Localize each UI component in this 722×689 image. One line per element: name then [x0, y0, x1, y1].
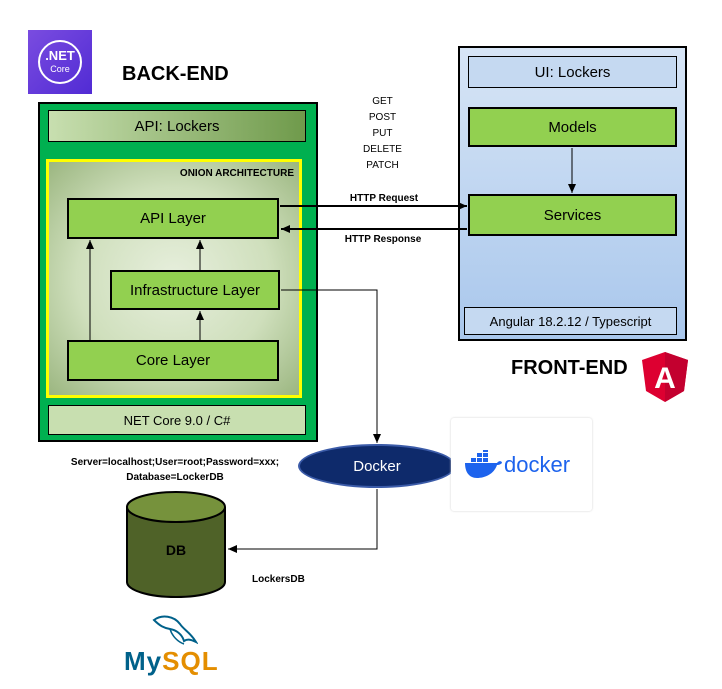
core-layer-box: Core Layer	[67, 340, 279, 381]
models-box: Models	[468, 107, 677, 147]
net-core-version-footer: NET Core 9.0 / C#	[48, 405, 306, 435]
http-method-get: GET	[372, 96, 393, 107]
angular-logo-letter: A	[654, 362, 676, 395]
docker-to-db-connector	[228, 489, 378, 553]
mysql-logo: MySQL	[124, 646, 219, 677]
infrastructure-layer-box: Infrastructure Layer	[110, 270, 280, 310]
dotnet-logo-icon: .NET Core	[28, 30, 92, 94]
http-method-delete: DELETE	[363, 144, 402, 155]
onion-architecture-label: ONION ARCHITECTURE	[179, 168, 294, 179]
services-box: Services	[468, 194, 677, 236]
db-connection-line-2: Database=LockerDB	[126, 472, 224, 483]
backend-title: BACK-END	[122, 63, 229, 85]
api-lockers-header: API: Lockers	[48, 110, 306, 142]
mysql-dolphin-icon	[152, 615, 198, 645]
http-methods-list: GET POST PUT DELETE PATCH	[345, 94, 420, 174]
angular-logo-icon: A	[642, 352, 688, 402]
mysql-logo-text: MySQL	[124, 646, 219, 676]
http-method-put: PUT	[372, 128, 393, 139]
http-request-label: HTTP Request	[349, 193, 419, 204]
docker-whale-icon	[465, 450, 502, 478]
angular-version-footer: Angular 18.2.12 / Typescript	[464, 307, 677, 335]
db-connection-line-1: Server=localhost;User=root;Password=xxx;	[70, 457, 280, 468]
database-cylinder-icon	[126, 491, 226, 598]
ui-lockers-header: UI: Lockers	[468, 56, 677, 88]
frontend-frame	[458, 46, 687, 341]
dotnet-logo-subtext: Core	[50, 64, 70, 74]
lockersdb-link-label: LockersDB	[252, 574, 305, 585]
api-layer-box: API Layer	[67, 198, 279, 239]
mysql-logo-accent: SQL	[162, 646, 219, 676]
http-method-post: POST	[368, 112, 397, 123]
db-label: DB	[165, 542, 187, 558]
dotnet-logo-text: .NET	[45, 47, 75, 63]
docker-logo-card: docker	[451, 418, 592, 511]
db-connection-string: Server=localhost;User=root;Password=xxx;…	[50, 455, 300, 485]
docker-logo-text: docker	[504, 452, 571, 477]
infrastructure-to-docker-connector	[281, 289, 381, 443]
http-response-label: HTTP Response	[344, 234, 422, 245]
docker-node: Docker	[298, 444, 456, 488]
frontend-title: FRONT-END	[511, 357, 628, 379]
http-method-patch: PATCH	[366, 160, 399, 171]
